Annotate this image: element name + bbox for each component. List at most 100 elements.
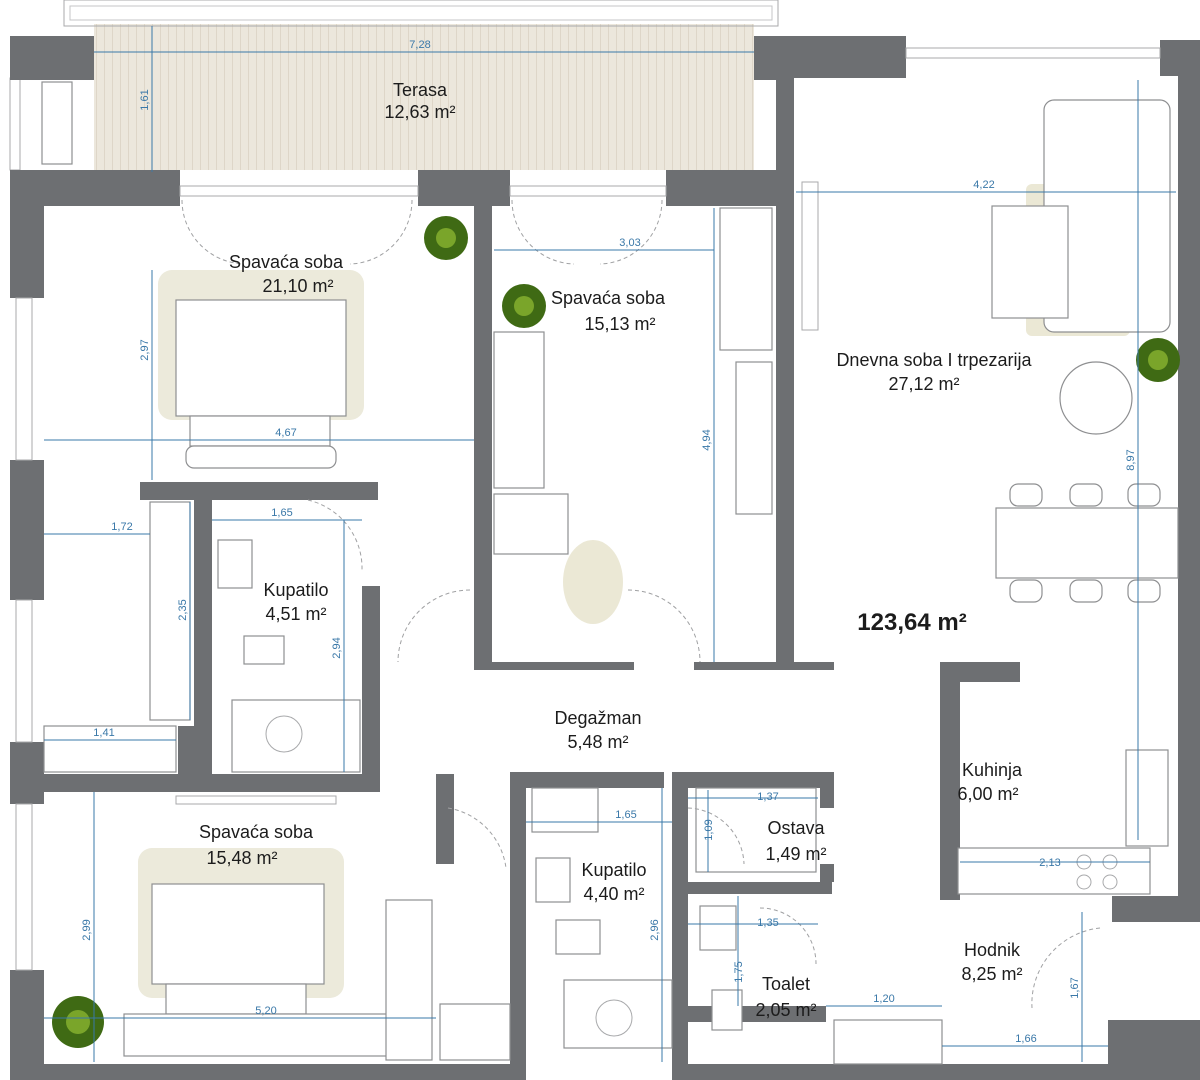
doors [181, 199, 1101, 1009]
toilet-icon [711, 989, 743, 1031]
wall-segment [672, 772, 832, 788]
wall-segment [194, 482, 212, 774]
door-swing [687, 807, 745, 865]
bed-1-pillows [189, 415, 331, 447]
wall-segment [10, 742, 44, 804]
window [15, 297, 33, 461]
wall-segment [754, 36, 780, 80]
room-area: 8,25 m² [961, 964, 1022, 984]
wall-segment [474, 662, 634, 670]
burner [1102, 874, 1118, 890]
wall-segment [10, 970, 44, 1080]
dimension-label: 1,72 [111, 521, 132, 533]
terrace [9, 0, 779, 171]
window [15, 803, 33, 971]
wall-segment [10, 170, 44, 298]
dining-table-icon [995, 483, 1179, 603]
dimension-labels: 7,28 1,61 4,22 3,03 2,97 4,67 8,97 4,94 … [81, 39, 1137, 1045]
terrace-railing-inner [69, 5, 773, 21]
room-labels: Terasa 12,63 m² Spavaća soba 21,10 m² Sp… [199, 80, 1033, 1020]
stove-icon [957, 749, 1169, 895]
room-name: Kuhinja [962, 760, 1023, 780]
room-name: Ostava [767, 818, 825, 838]
shower-icon [563, 979, 673, 1049]
door-swing [349, 199, 413, 265]
plant-icon [502, 284, 546, 328]
sink-icon [535, 857, 571, 903]
sofa-icon [991, 99, 1171, 435]
room-area: 2,05 m² [755, 1000, 816, 1020]
room-area: 12,63 m² [384, 102, 455, 122]
dimension-label: 2,99 [81, 919, 93, 940]
room-area: 6,00 m² [957, 784, 1018, 804]
bed-icon [175, 299, 347, 469]
terrace-deck [94, 24, 754, 170]
desk [493, 331, 545, 489]
room-area: 15,48 m² [206, 848, 277, 868]
dimension-label: 2,35 [177, 599, 189, 620]
wall-segment [820, 772, 834, 808]
wall-segment [10, 1064, 520, 1080]
door-swing [397, 589, 471, 663]
wardrobe-icon [385, 899, 433, 1061]
window [509, 185, 667, 197]
wardrobe-icon [149, 501, 191, 721]
bed-1-headboard [185, 445, 337, 469]
door-swing [1031, 927, 1101, 1009]
dimension-label: 2,13 [1039, 857, 1060, 869]
wall-segment [510, 772, 664, 788]
shower-icon [531, 787, 599, 833]
dimension-label: 4,22 [973, 179, 994, 191]
toilet-icon [555, 919, 601, 955]
dimension-label: 1,67 [1069, 977, 1081, 998]
window [15, 599, 33, 743]
toilet-icon [243, 635, 285, 665]
terrace-railing [63, 0, 779, 27]
wall-segment [1108, 1020, 1200, 1080]
room-name: Spavaća soba [229, 252, 344, 272]
wall-segment [1178, 40, 1200, 902]
wardrobe-icon [719, 207, 773, 351]
dimension-label: 8,97 [1125, 449, 1137, 470]
wall-segment [140, 482, 378, 500]
wardrobe-icon [833, 1019, 943, 1065]
door-swing [181, 199, 245, 265]
window [905, 47, 1161, 59]
door-swing [627, 589, 701, 663]
wall-segment [682, 882, 832, 894]
room-area: 21,10 m² [262, 276, 333, 296]
dining-chair [1009, 483, 1043, 507]
dimension-label: 1,66 [1015, 1033, 1036, 1045]
wardrobe-icon [735, 361, 773, 515]
room-name: Kupatilo [581, 860, 646, 880]
dimension-lines [44, 26, 1176, 1062]
wardrobe-icon [43, 725, 177, 773]
shower-icon [231, 699, 361, 773]
dimension-label: 4,94 [701, 429, 713, 450]
room-area: 1,49 m² [765, 844, 826, 864]
room-area: 4,51 m² [265, 604, 326, 624]
bed-3-bench [123, 1013, 391, 1057]
room-name: Kupatilo [263, 580, 328, 600]
dimension-label: 2,94 [331, 637, 343, 658]
wall-segment [178, 726, 212, 774]
kitchen-counter [957, 847, 1151, 895]
wall-segment [776, 36, 906, 78]
wall-segment [686, 1064, 1122, 1080]
terrace-ac-unit [41, 81, 73, 165]
door-swing [447, 807, 507, 869]
bedroom-2-rug [563, 540, 623, 624]
room-name: Dnevna soba I trpezarija [836, 350, 1032, 370]
dimension-label: 1,75 [733, 961, 745, 982]
room-name: Terasa [393, 80, 448, 100]
plant-icon [52, 996, 104, 1048]
dimension-label: 1,37 [757, 791, 778, 803]
door-swing [511, 199, 575, 265]
dimension-label: 1,65 [615, 809, 636, 821]
dimension-label: 1,61 [139, 89, 151, 110]
dining-chair [1127, 579, 1161, 603]
bed-3 [151, 883, 325, 985]
wardrobe-icon [439, 1003, 511, 1061]
dimension-label: 1,35 [757, 917, 778, 929]
shower-drain [265, 715, 303, 753]
